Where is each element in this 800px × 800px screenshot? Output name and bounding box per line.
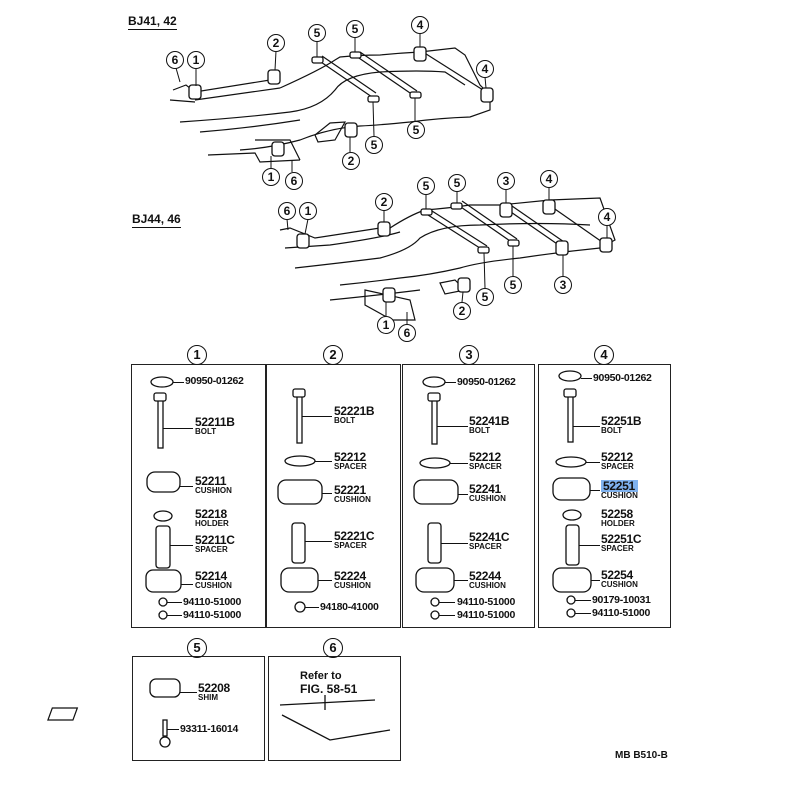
refer-to-text: Refer to FIG. 58-51 [300,670,357,696]
callout-4[interactable]: 4 [540,170,558,188]
callout-5[interactable]: 5 [346,20,364,38]
part-label[interactable]: 90950-01262 [593,372,652,384]
callout-2[interactable]: 2 [342,152,360,170]
group-number-2: 2 [323,345,343,365]
cushion-icon [413,479,459,505]
frame2-rail-lower [329,289,421,301]
callout-5[interactable]: 5 [476,288,494,306]
cushion-icon [146,471,181,493]
group-number-4: 4 [594,345,614,365]
group-box-5 [132,656,265,761]
cushion-icon [552,477,591,501]
frame2-rail-front [279,227,401,249]
callout-5[interactable]: 5 [448,174,466,192]
frame-rail-mid [179,70,466,123]
holder-icon [562,509,582,521]
model-label-bj44-46: BJ44, 46 [132,212,181,228]
callout-5[interactable]: 5 [365,136,383,154]
callout-5[interactable]: 5 [308,24,326,42]
callout-2[interactable]: 2 [453,302,471,320]
callout-6[interactable]: 6 [278,202,296,220]
frame2-rail-right [339,197,616,286]
part-label[interactable]: 94110-51000 [183,609,242,621]
spacer-icon [291,522,306,564]
callout-1[interactable]: 1 [377,316,395,334]
frame-bracket-front [207,139,301,163]
holder-icon [153,510,173,522]
group-number-1: 1 [187,345,207,365]
part-label[interactable]: 93311-16014 [180,723,239,735]
callout-3[interactable]: 3 [554,276,572,294]
shim-icon [149,678,181,698]
callout-4[interactable]: 4 [411,16,429,34]
part-label[interactable]: 94110-51000 [183,596,242,608]
model-label-bj41-42: BJ41, 42 [128,14,177,30]
part-label[interactable]: 90950-01262 [185,375,244,387]
refer-figure-link[interactable]: FIG. 58-51 [300,682,358,696]
part-label[interactable]: 94110-51000 [457,609,516,621]
part-label[interactable]: 94180-41000 [320,601,379,613]
callout-2[interactable]: 2 [375,193,393,211]
spacer-icon [155,525,171,569]
crossmember [317,59,373,98]
frame-bracket-mid [314,121,347,143]
nut-plate-icon [47,707,79,721]
part-label[interactable]: 94110-51000 [457,596,516,608]
refer-label: Refer to [300,670,342,682]
callout-6[interactable]: 6 [285,172,303,190]
callout-4[interactable]: 4 [598,208,616,226]
callout-5[interactable]: 5 [407,121,425,139]
cushion-icon [277,479,323,505]
screw-icon [162,719,168,737]
part-label[interactable]: 90950-01262 [457,376,516,388]
callout-5[interactable]: 5 [504,276,522,294]
callout-2[interactable]: 2 [267,34,285,52]
figure-code: MB B510-B [615,750,668,761]
part-label[interactable]: 90179-10031 [592,594,651,606]
part-label[interactable]: 94110-51000 [592,607,651,619]
group-number-3: 3 [459,345,479,365]
cushion-icon [145,569,182,593]
frame-rail-lower [199,119,301,133]
cap-icon [558,370,582,382]
callout-6[interactable]: 6 [166,51,184,69]
frame2-bracket-front [364,289,416,321]
group-number-6: 6 [323,638,343,658]
callout-1[interactable]: 1 [262,168,280,186]
frame-rail-right [239,47,491,151]
callout-6[interactable]: 6 [398,324,416,342]
callout-1[interactable]: 1 [187,51,205,69]
group-number-5: 5 [187,638,207,658]
callout-3[interactable]: 3 [497,172,515,190]
callout-1[interactable]: 1 [299,202,317,220]
callout-5[interactable]: 5 [417,177,435,195]
callout-4[interactable]: 4 [476,60,494,78]
